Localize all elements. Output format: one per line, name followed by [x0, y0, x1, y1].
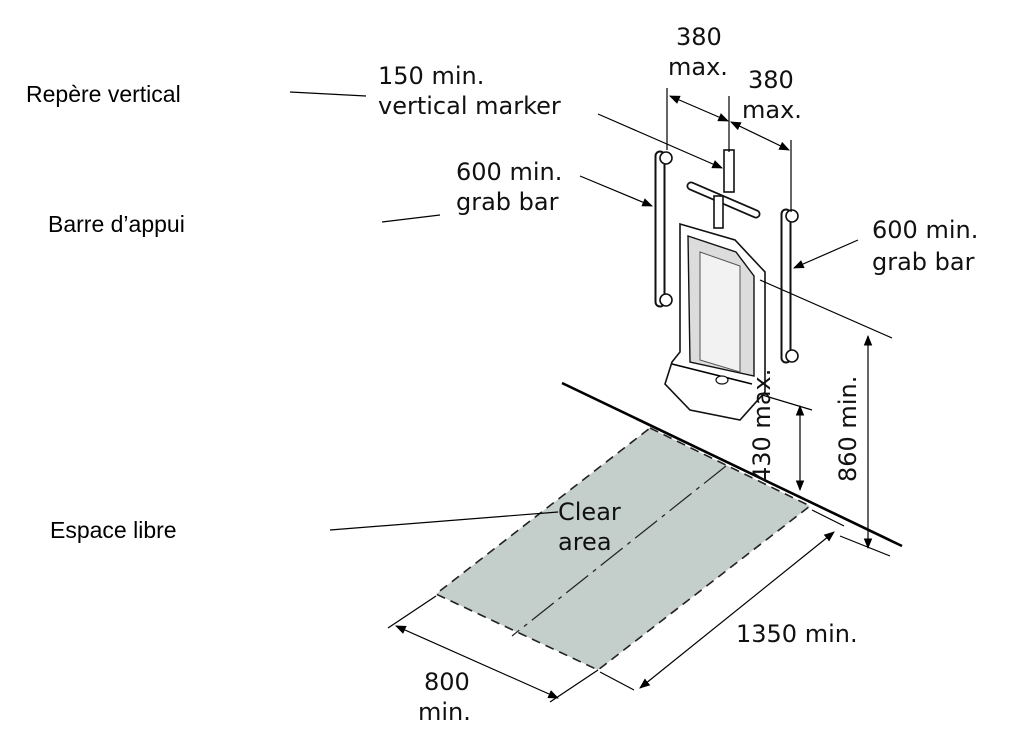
label-clear-1: Clear [558, 498, 621, 526]
label-marker-top-width: 380 [676, 23, 722, 51]
label-fr-grab-bar: Barre d’appui [48, 211, 185, 237]
vertical-marker-shape [723, 149, 735, 193]
label-marker-right-width-unit: max. [742, 96, 802, 124]
leader-fr-vertical-marker [289, 91, 367, 97]
dim-800-ext-right [549, 669, 599, 703]
label-grab-left-length: 600 min. [456, 158, 562, 186]
clear-area-shape [434, 427, 812, 671]
label-marker-name: vertical marker [378, 92, 561, 120]
urinal [664, 222, 766, 421]
label-grab-right-length: 600 min. [872, 216, 978, 244]
label-rim-height: 430 max. [748, 369, 776, 482]
label-fr-vertical-marker: Repère vertical [26, 81, 181, 107]
right-grab-bar [780, 208, 799, 364]
label-bar-height: 860 min. [834, 376, 862, 482]
dim-1350-ext-bottom [599, 671, 635, 691]
flush-valve [686, 181, 761, 229]
label-marker-top-width-unit: max. [668, 53, 728, 81]
wall-floor-line [561, 381, 903, 548]
dim-top-380 [669, 95, 729, 122]
dim-1350 [639, 531, 835, 689]
label-width-unit: min. [418, 698, 471, 726]
leader-right-grab-bar [793, 239, 859, 269]
label-grab-left-name: grab bar [456, 188, 559, 216]
label-fr-clear-area: Espace libre [50, 517, 177, 543]
dim-right-380 [730, 121, 790, 151]
label-width-value: 800 [424, 668, 470, 696]
dim-800-ext-left [387, 595, 437, 629]
dim-800 [395, 625, 559, 699]
leader-fr-grab-bar [381, 214, 441, 223]
label-marker-right-width: 380 [748, 66, 794, 94]
label-clear-2: area [558, 528, 612, 556]
label-depth: 1350 min. [736, 620, 858, 648]
leader-left-grab-bar [579, 175, 653, 207]
label-grab-right-name: grab bar [872, 248, 975, 276]
clear-area-centerline [511, 465, 727, 637]
leader-fr-clear-area [329, 511, 559, 531]
leader-vertical-marker [597, 113, 723, 169]
dim-1350-ext-top [811, 509, 845, 527]
height-extension-bottom [839, 535, 891, 557]
height-extension-top [759, 279, 893, 339]
left-grab-bar [654, 150, 673, 308]
label-marker-height: 150 min. [378, 62, 484, 90]
